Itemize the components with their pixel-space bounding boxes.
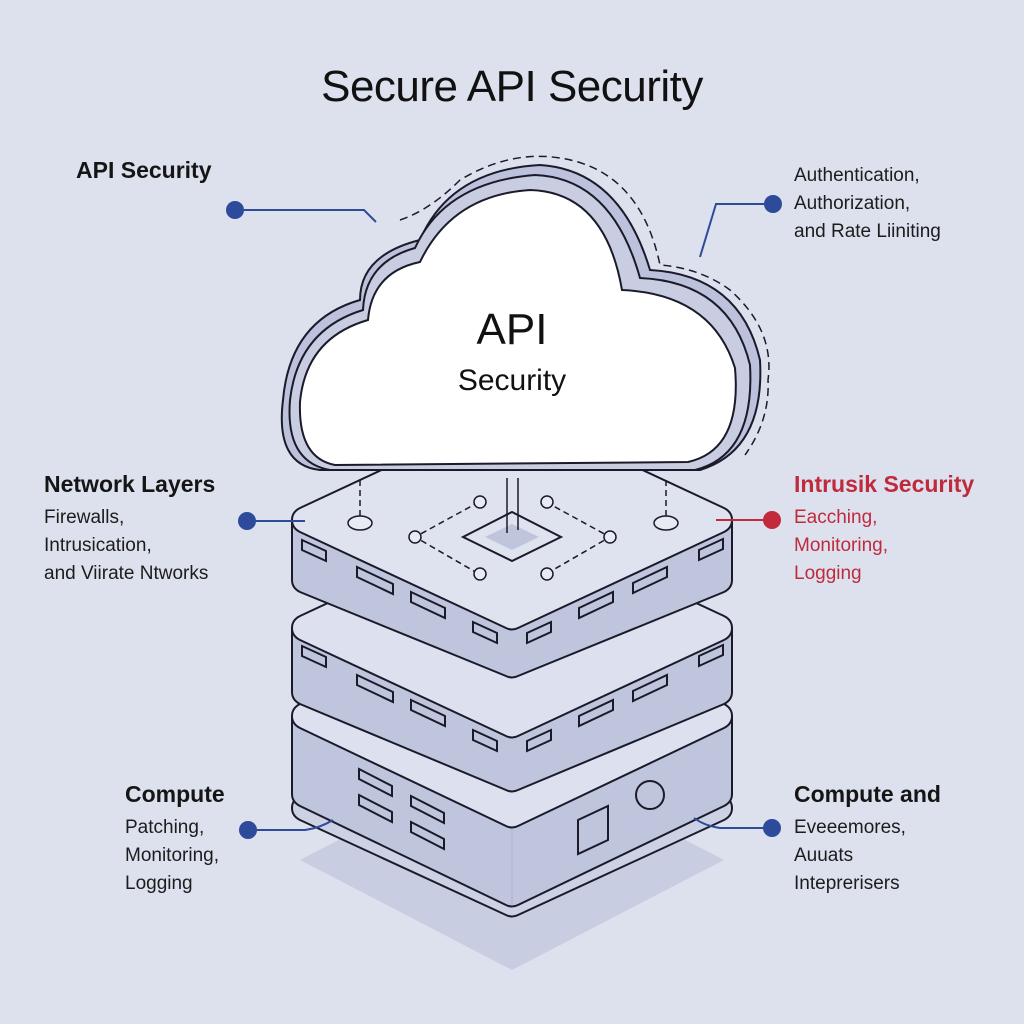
callout-heading: Compute and: [794, 781, 941, 807]
callout-heading: API Security: [76, 157, 212, 183]
callout-line: Intrusication,: [44, 535, 152, 556]
callout-authentication: Authentication, Authorization, and Rate …: [794, 162, 941, 246]
callout-line: Monitoring,: [794, 535, 888, 556]
connector-mid-left: [238, 512, 305, 530]
connector-dot-icon: [226, 201, 244, 219]
callout-line: Monitoring,: [125, 845, 219, 866]
callout-line: Eacching,: [794, 507, 878, 528]
callout-heading: Compute: [125, 781, 225, 807]
callout-line: Logging: [794, 563, 862, 584]
connector-dot-icon: [763, 511, 781, 529]
callout-line: Patching,: [125, 817, 205, 838]
diagram-title: Secure API Security: [321, 62, 703, 111]
connector-bottom-right: [693, 817, 781, 837]
callout-heading: Intrusik Security: [794, 471, 975, 497]
callout-line: and Viirate Ntworks: [44, 563, 209, 584]
cloud-subtitle: Security: [457, 364, 567, 397]
connector-mid-right: [716, 511, 781, 529]
connector-dot-icon: [763, 819, 781, 837]
cloud-title: API: [476, 305, 548, 354]
callout-intrusion-security: Intrusik Security Eacching, Monitoring, …: [794, 471, 974, 588]
cloud-icon: [280, 155, 770, 471]
callout-line: Firewalls,: [44, 507, 125, 528]
callout-line: Logging: [125, 873, 193, 894]
chip-icon: [460, 510, 564, 563]
callout-network-layers: Network Layers Firewalls, Intrusication,…: [44, 471, 215, 588]
connector-bottom-left: [239, 819, 334, 839]
callout-api-security: API Security: [76, 157, 212, 184]
callout-line: Auuats: [794, 845, 854, 866]
callout-line: Authentication,: [794, 165, 920, 186]
connector-top-left: [226, 201, 377, 223]
connector-top-right: [699, 195, 782, 258]
connector-dot-icon: [238, 512, 256, 530]
connector-dot-icon: [764, 195, 782, 213]
connector-dot-icon: [239, 821, 257, 839]
callout-compute-and: Compute and Eveeemores, Auuats Intepreri…: [794, 781, 941, 898]
callout-line: Authorization,: [794, 193, 911, 214]
callout-line: Eveeemores,: [794, 817, 906, 838]
callout-line: Inteprerisers: [794, 873, 900, 894]
power-button-icon: [635, 780, 665, 810]
callout-heading: Network Layers: [44, 471, 216, 497]
callout-compute: Compute Patching, Monitoring, Logging: [125, 781, 225, 898]
callout-line: and Rate Liiniting: [794, 221, 941, 242]
